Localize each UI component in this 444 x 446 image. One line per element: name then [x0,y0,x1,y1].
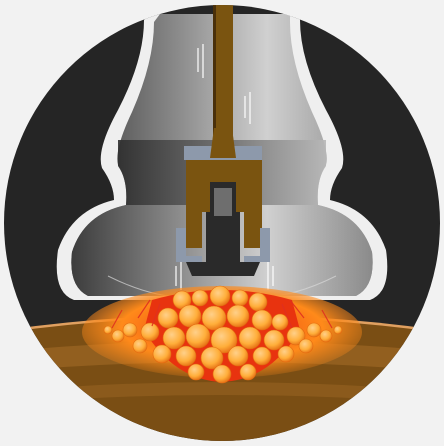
bubble [239,327,261,349]
bubble [141,323,159,341]
bubble [104,326,112,334]
bubble [307,323,321,337]
bubble [320,330,332,342]
bubble [176,346,196,366]
bubble [228,346,248,366]
tool-socket [214,188,232,216]
bubble [210,286,230,306]
bubble [334,326,342,334]
bubble [158,308,178,328]
tool-probe-tip [186,262,260,276]
bubble [133,339,147,353]
tool-holder-cap [210,128,236,158]
bubble [252,310,272,330]
bubble [264,330,284,350]
bubble [192,290,208,306]
bubble [213,365,231,383]
bubble [272,314,288,330]
tool-shaft-edge [213,0,216,135]
bubble [188,364,204,380]
bubble [227,305,249,327]
bubble [123,323,137,337]
bubble [232,290,248,306]
bubble [186,324,210,348]
bubble [249,293,267,311]
bubble [153,345,171,363]
bubble [112,330,124,342]
bubble [163,327,185,349]
bubble [299,339,313,353]
bubble [240,364,256,380]
bubble [278,346,294,362]
bubble [179,305,201,327]
bubble [253,347,271,365]
